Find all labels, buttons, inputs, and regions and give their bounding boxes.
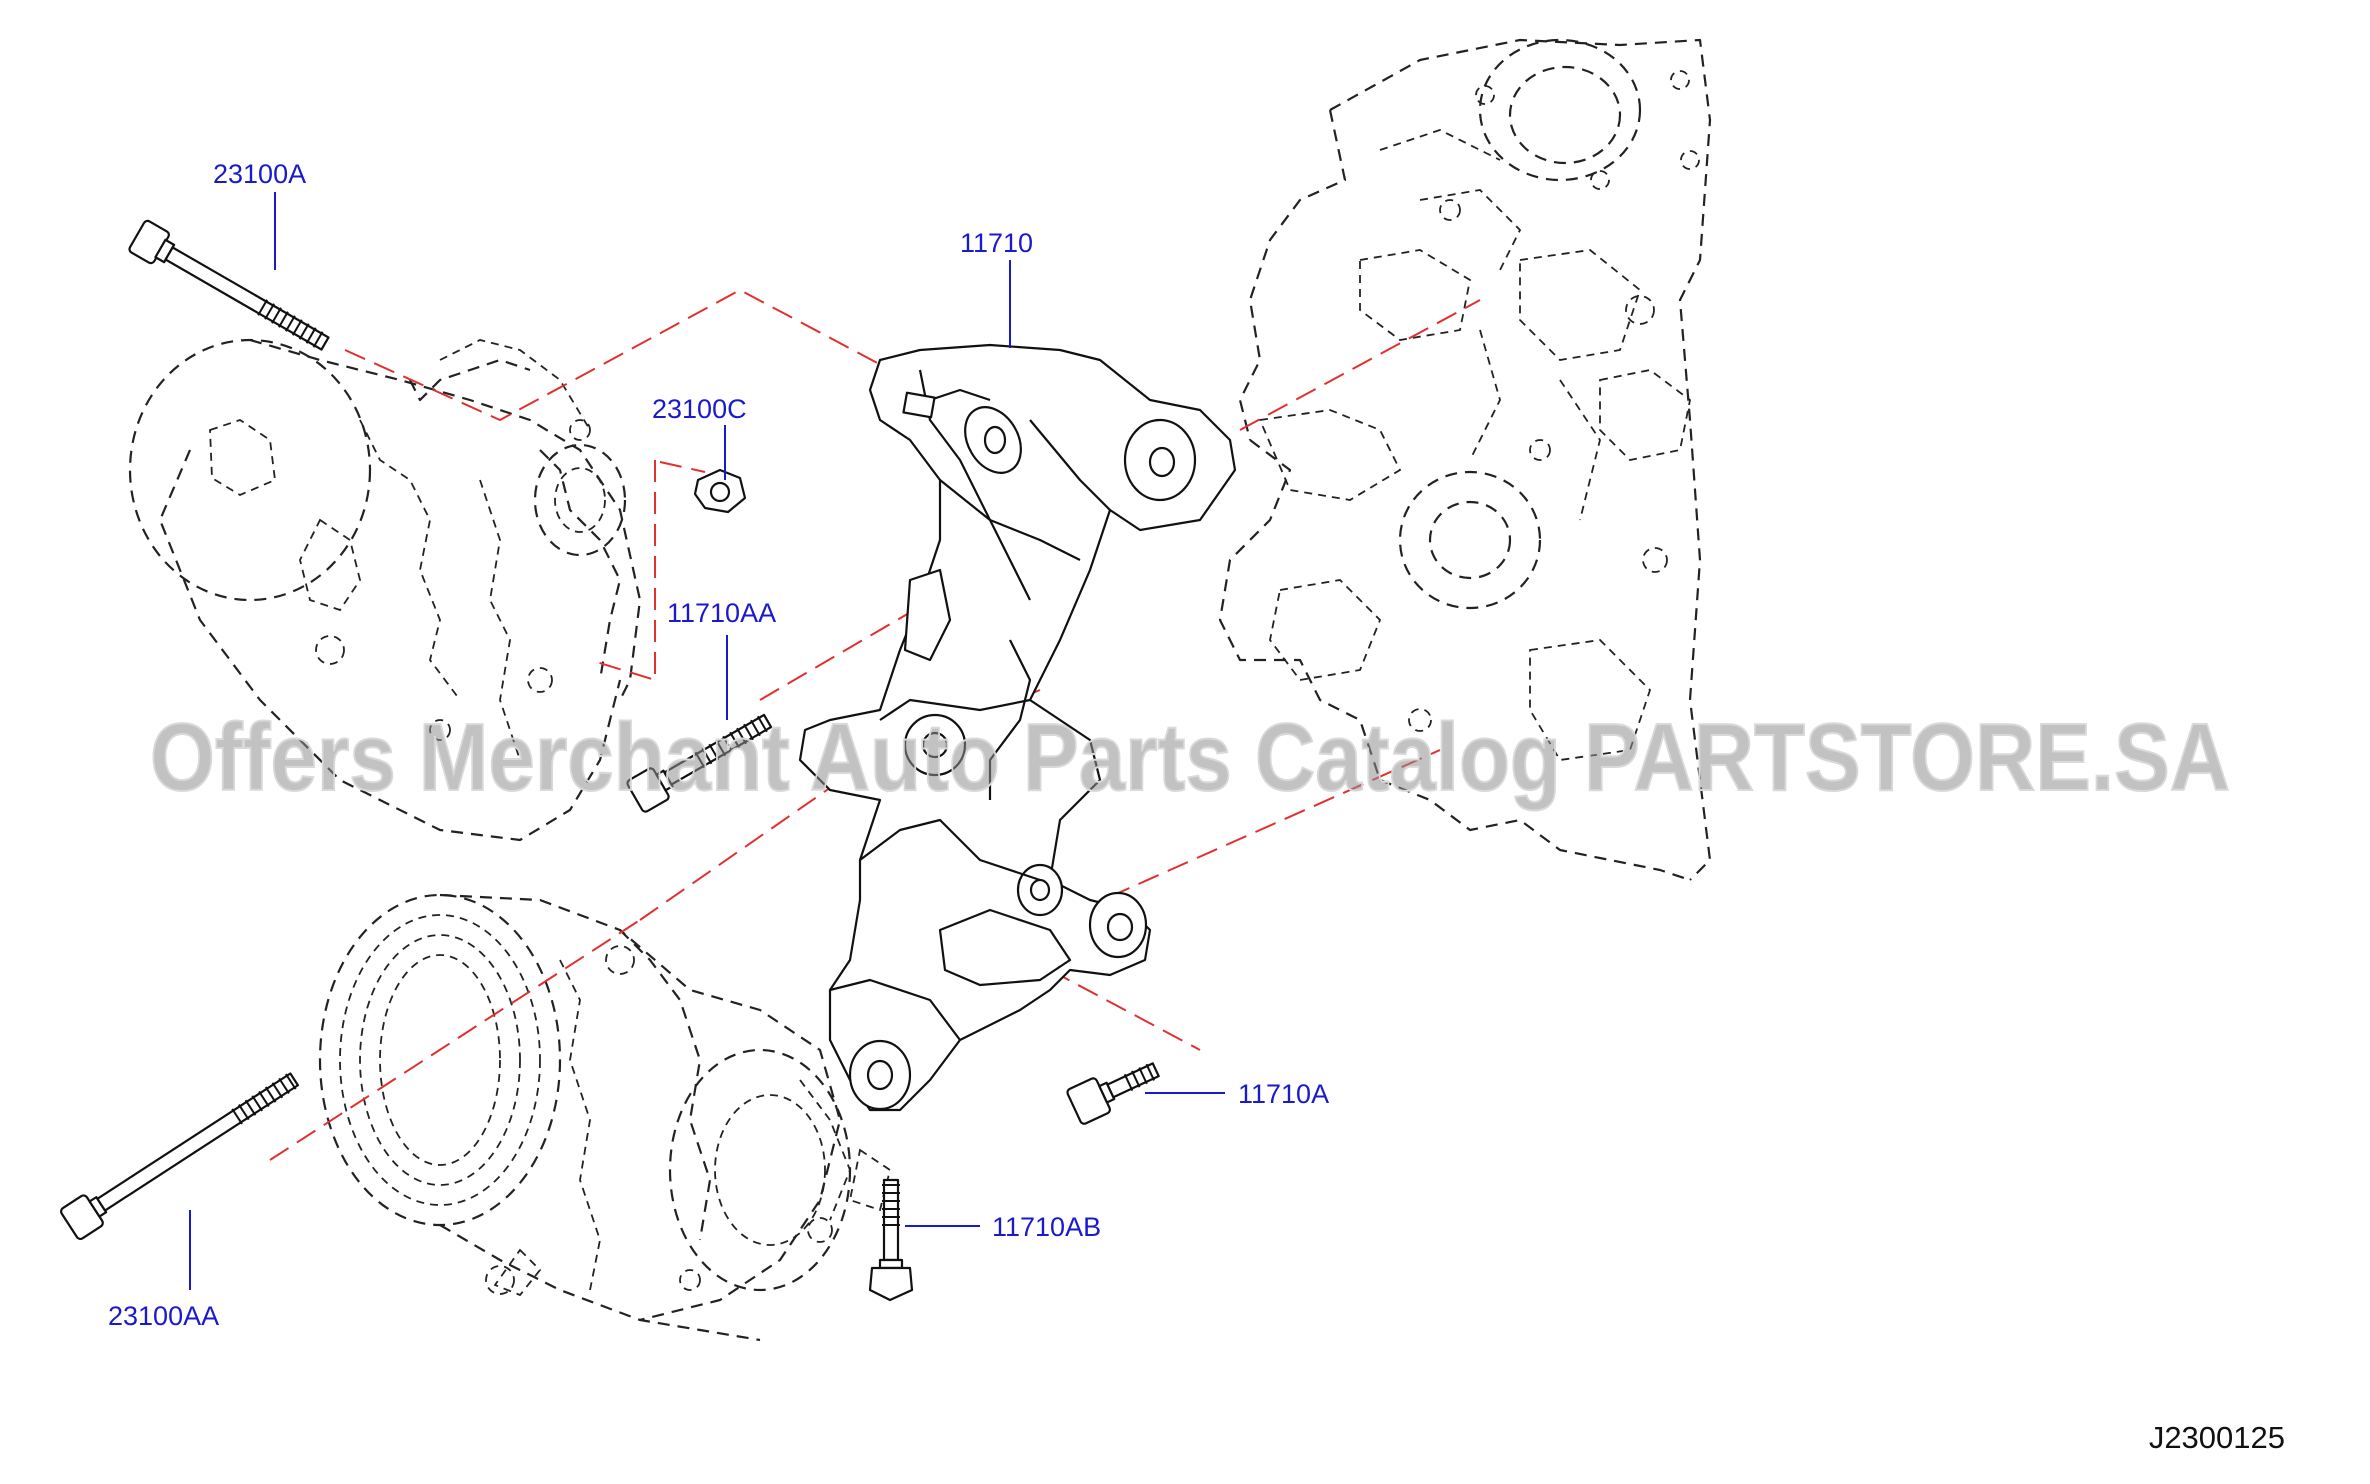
callout-23100A: 23100A xyxy=(213,159,306,189)
bolt-11710A xyxy=(1066,1062,1160,1125)
callout-11710AA: 11710AA xyxy=(667,598,776,628)
callout-23100C: 23100C xyxy=(652,394,747,424)
bolt-23100A xyxy=(128,219,330,351)
drawing-code: J2300125 xyxy=(2149,1420,2285,1455)
callout-11710A: 11710A xyxy=(1238,1079,1329,1109)
watermark-text: Offers Merchant Auto Parts Catalog PARTS… xyxy=(150,704,2230,811)
bracket-11710 xyxy=(798,343,1237,1112)
bolt-23100AA xyxy=(59,1072,300,1241)
callout-23100AA: 23100AA xyxy=(108,1301,219,1331)
callout-leaders xyxy=(189,192,1225,1290)
nut-23100C xyxy=(693,468,747,514)
engine-block-ghost xyxy=(1218,38,1712,882)
compressor-ghost xyxy=(128,338,642,842)
callout-11710AB: 11710AB xyxy=(992,1212,1101,1242)
bolt-11710AA xyxy=(626,713,773,813)
alternator-ghost xyxy=(318,893,892,1342)
bolt-11710AB xyxy=(868,1178,914,1302)
callout-11710: 11710 xyxy=(960,228,1033,258)
